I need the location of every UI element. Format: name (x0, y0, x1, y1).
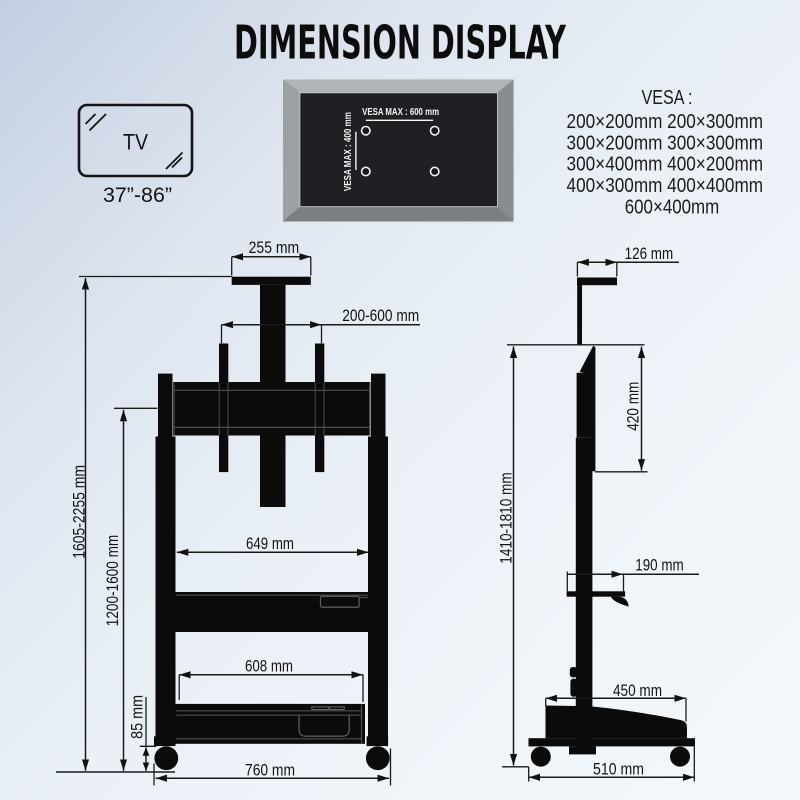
fv-dim-column-height-label: 1200-1600 mm (103, 535, 122, 627)
fv-top-plate (231, 276, 311, 285)
sv-dim-bracket-height: 420 mm (595, 346, 648, 473)
tv-label: TV (123, 130, 148, 155)
fv-dim-overall-height: 1605-2255 mm (70, 275, 232, 771)
vesa-plate-face (299, 92, 498, 208)
sv-dim-base-length: 450 mm (545, 681, 687, 722)
vesa-list-row: 300×400mm 400×200mm (567, 153, 764, 176)
fv-dim-base-width: 760 mm (153, 748, 392, 786)
sv-caster-mount (569, 746, 596, 755)
sv-top-plate (577, 277, 617, 286)
sv-dim-overall-depth-label: 510 mm (593, 760, 644, 779)
fv-dim-bracket-width-range: 200-600 mm (220, 306, 420, 344)
vesa-list-row: 600×400mm (625, 195, 720, 218)
sv-pole (577, 285, 582, 346)
fv-dim-basket-width-label: 608 mm (245, 657, 293, 676)
tv-icon: TV 37”-86” (77, 103, 194, 207)
sv-dim-bracket-height-label: 420 mm (624, 382, 643, 431)
vesa-plate: VESA MAX : 600 mm VESA MAX : 400 mm (281, 78, 515, 223)
fv-dim-wheel-height: 85 mm (128, 695, 157, 771)
page-title: DIMENSION DISPLAY (234, 16, 566, 70)
vesa-holes (360, 125, 440, 177)
sv-shelf (566, 591, 626, 597)
fv-dim-column-height: 1200-1600 mm (103, 407, 158, 771)
fv-crossbar-detail-lines (173, 382, 371, 435)
sv-dim-height-range-label: 1410-1810 mm (497, 472, 516, 563)
sv-dim-overall-depth: 510 mm (528, 746, 695, 782)
vesa-size-list: VESA : 200×200mm 200×300mm 300×200mm 300… (567, 87, 764, 218)
vesa-max-width-label: VESA MAX : 600 mm (362, 106, 439, 118)
fv-leg-right-upper (371, 373, 386, 437)
sv-dim-height-range: 1410-1810 mm (497, 346, 529, 768)
fv-dim-shelf-width-label: 649 mm (246, 534, 294, 553)
fv-dim-base-width-label: 760 mm (245, 761, 295, 780)
vesa-list-row: 400×300mm 400×400mm (567, 174, 764, 197)
fv-shelf-details (176, 594, 369, 608)
side-view-drawing: 126 mm 1410-1810 mm 420 mm 190 mm 450 mm (497, 244, 699, 782)
fv-crossbar (173, 382, 371, 436)
sv-column-upper (576, 372, 592, 438)
vesa-max-height-label: VESA MAX : 400 mm (342, 112, 354, 191)
tv-size-range: 37”-86” (103, 184, 172, 207)
fv-foot-left (154, 736, 176, 747)
fv-leg-left-upper (158, 373, 173, 437)
fv-dim-overall-height-label: 1605-2255 mm (70, 465, 89, 559)
fv-dim-top-plate-width: 255 mm (231, 238, 312, 276)
fv-base-details (176, 704, 363, 744)
vesa-list-heading: VESA : (642, 87, 693, 109)
fv-dim-bracket-width-range-label: 200-600 mm (342, 306, 419, 325)
tv-glare-lines (84, 113, 184, 170)
sv-dim-base-length-label: 450 mm (613, 681, 662, 700)
fv-foot-right (366, 736, 389, 747)
sv-shelf-bracket (610, 596, 629, 607)
sv-wheel-left (530, 746, 551, 767)
sv-adjust-knob (569, 667, 578, 697)
fv-dim-basket-width: 608 mm (178, 657, 364, 702)
tv-screen-outline (77, 103, 194, 178)
sv-wheel-right (670, 746, 690, 767)
sv-base-wedge (545, 705, 687, 739)
sv-dim-shelf-depth-label: 190 mm (635, 556, 684, 575)
fv-leg-left-lower (155, 436, 176, 737)
vesa-list-row: 200×200mm 200×300mm (567, 110, 764, 133)
fv-shelf (175, 592, 369, 632)
sv-dim-top-plate-depth-label: 126 mm (625, 244, 674, 263)
fv-dim-wheel-height-label: 85 mm (128, 695, 147, 739)
fv-wheel-right (365, 746, 390, 771)
front-view-drawing: 255 mm 200-600 mm 1605-2255 mm 1200-1600… (56, 238, 420, 786)
sv-dim-shelf-depth: 190 mm (566, 556, 699, 592)
sv-dim-top-plate-depth: 126 mm (576, 244, 679, 277)
fv-leg-right-lower (368, 436, 388, 737)
sv-bottom-plate (528, 738, 695, 747)
fv-dim-top-plate-width-label: 255 mm (249, 238, 300, 257)
fv-wheel-left (154, 746, 179, 771)
vesa-list-row: 300×200mm 300×300mm (567, 131, 764, 154)
fv-dim-shelf-width: 649 mm (176, 534, 369, 556)
